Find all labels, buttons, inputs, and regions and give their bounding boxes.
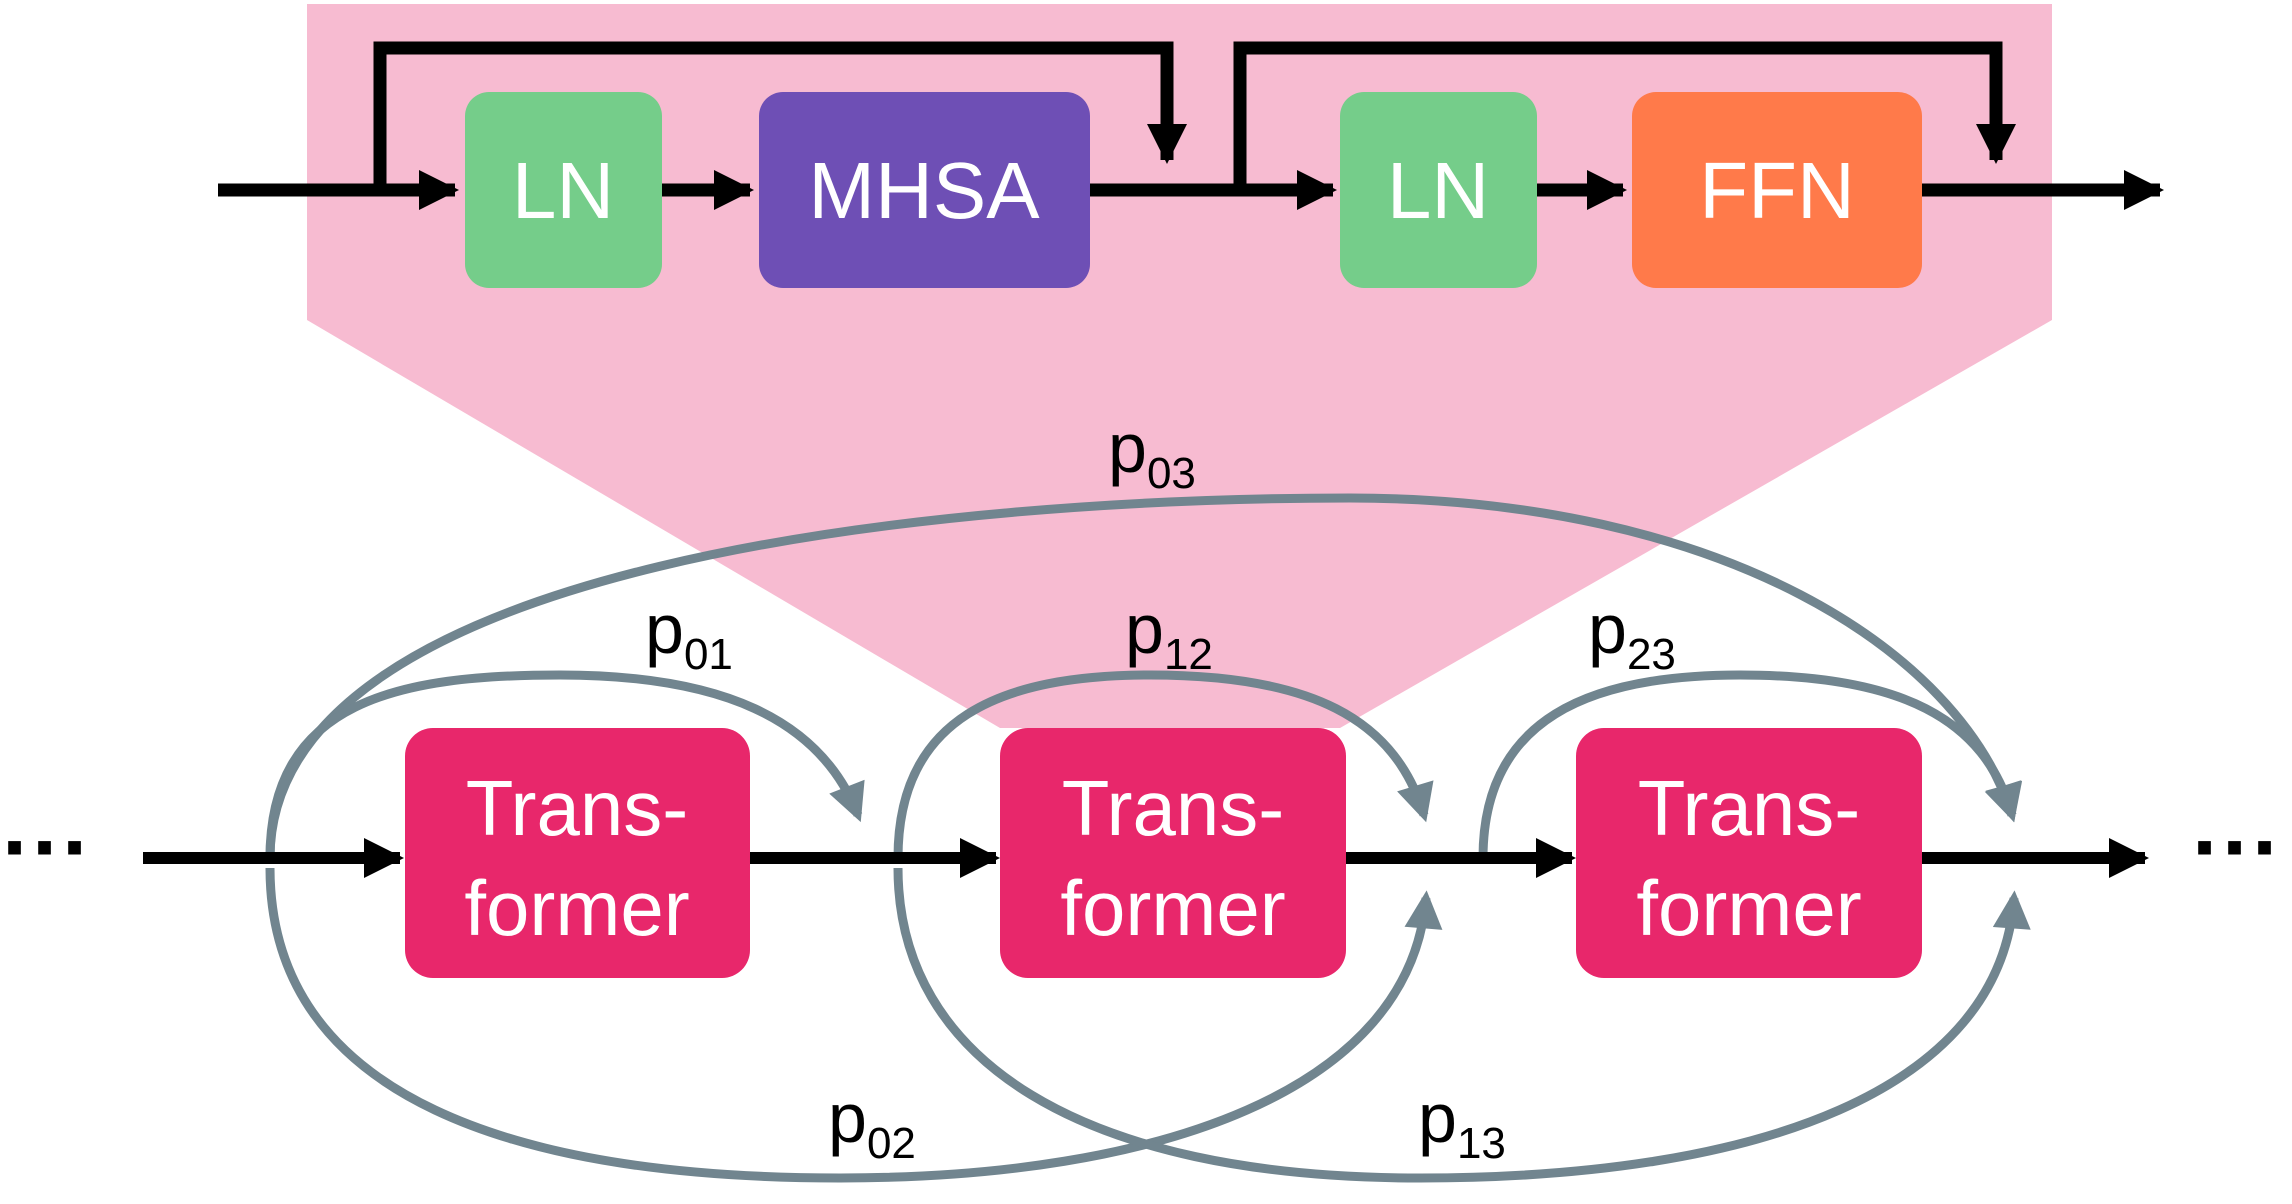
label-p01-sub: 01 — [684, 630, 733, 679]
transformer-3-line1: Trans- — [1638, 764, 1860, 852]
mhsa-label: MHSA — [808, 146, 1040, 235]
zoom-projection — [307, 320, 2052, 728]
transformer-2-line2: former — [1060, 864, 1285, 952]
label-p01: p01 — [645, 590, 733, 679]
transformer-box-3: Trans- former — [1576, 728, 1922, 978]
transformer-box-2: Trans- former — [1000, 728, 1346, 978]
label-p13: p13 — [1418, 1079, 1506, 1168]
label-p03: p03 — [1108, 409, 1196, 498]
label-p13-sub: 13 — [1457, 1119, 1506, 1168]
label-p23-base: p — [1588, 590, 1627, 668]
main-chain: ··· ··· — [2, 798, 2282, 898]
ffn-box: FFN — [1632, 92, 1922, 288]
path-p13 — [893, 867, 2031, 1183]
transformer-block-detail: LN MHSA LN FFN — [218, 41, 2164, 288]
label-p23-sub: 23 — [1627, 630, 1676, 679]
path-p02 — [265, 867, 1443, 1183]
path-p01 — [265, 670, 865, 859]
ln-label-2: LN — [1387, 146, 1489, 235]
right-ellipsis: ··· — [2192, 798, 2282, 898]
path-labels: p03 p01 p12 p23 p02 p13 — [645, 409, 1676, 1168]
label-p02: p02 — [828, 1079, 916, 1168]
transformer-1-line1: Trans- — [466, 764, 688, 852]
ln-box-1: LN — [465, 92, 662, 288]
ln-box-2: LN — [1340, 92, 1537, 288]
label-p12-base: p — [1125, 590, 1164, 668]
transformer-3-line2: former — [1636, 864, 1861, 952]
dense-connections — [265, 493, 2031, 1183]
path-p12 — [893, 670, 1434, 859]
label-p02-sub: 02 — [867, 1119, 916, 1168]
transformer-2-line1: Trans- — [1062, 764, 1284, 852]
mhsa-box: MHSA — [759, 92, 1090, 288]
residual-connection-2 — [1233, 41, 2016, 190]
label-p01-base: p — [645, 590, 684, 668]
label-p23: p23 — [1588, 590, 1676, 679]
ln-label-1: LN — [512, 146, 614, 235]
label-p03-sub: 03 — [1147, 449, 1196, 498]
label-p12-sub: 12 — [1164, 630, 1213, 679]
path-p03 — [265, 493, 2021, 859]
label-p02-base: p — [828, 1079, 867, 1157]
left-ellipsis: ··· — [2, 798, 92, 898]
residual-connection-1 — [373, 41, 1187, 190]
label-p03-base: p — [1108, 409, 1147, 487]
ffn-label: FFN — [1699, 146, 1855, 235]
transformer-1-line2: former — [464, 864, 689, 952]
label-p13-base: p — [1418, 1079, 1457, 1157]
transformer-box-1: Trans- former — [405, 728, 750, 978]
label-p12: p12 — [1125, 590, 1213, 679]
path-p23 — [1478, 670, 2023, 859]
